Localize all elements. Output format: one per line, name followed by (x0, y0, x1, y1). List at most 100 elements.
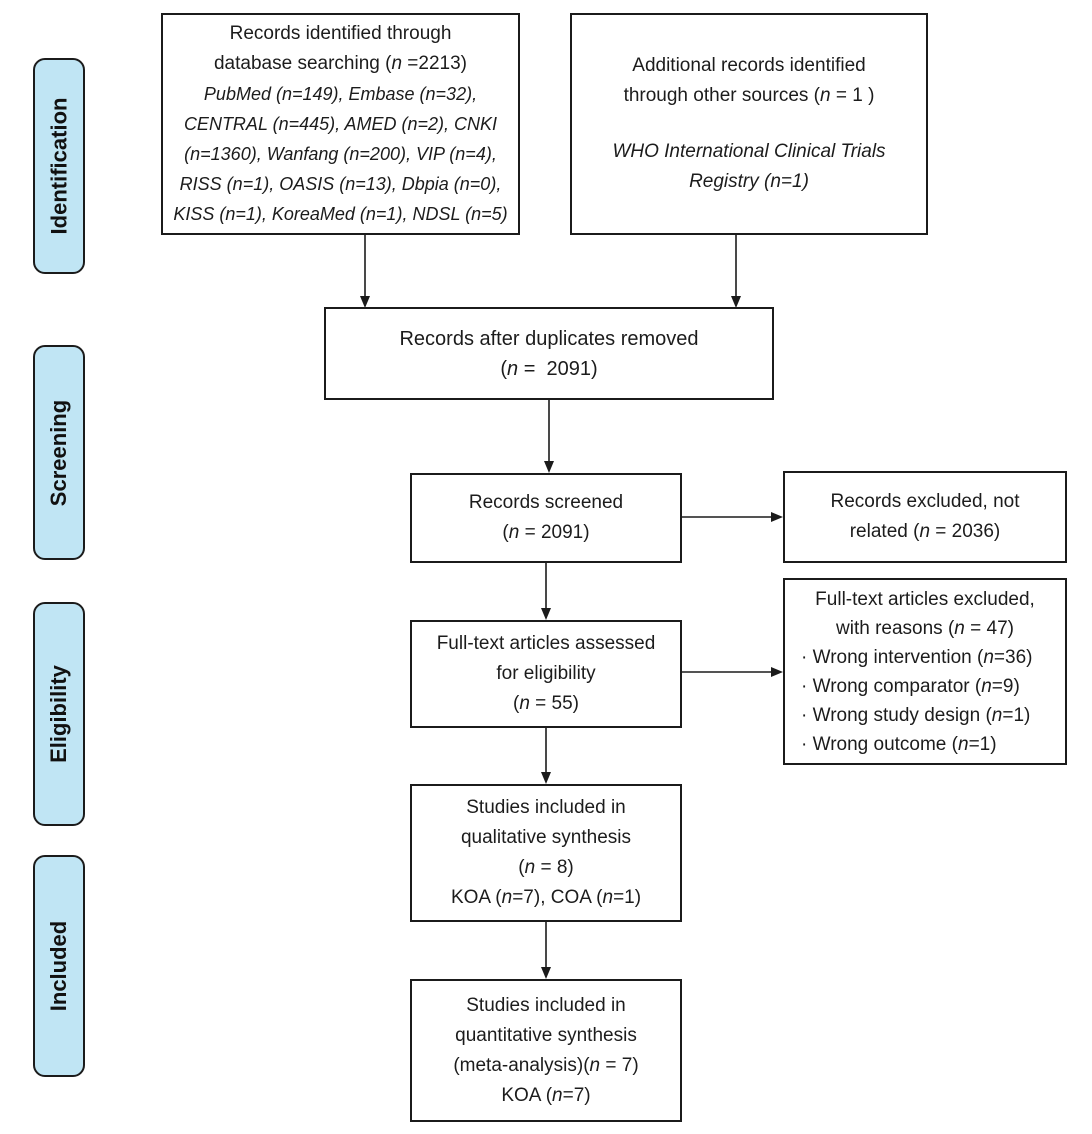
italic-text-segment: n (589, 1054, 601, 1076)
text-segment: for eligibility (496, 663, 596, 684)
text-line: Full-text articles assessed (420, 629, 672, 659)
text-segment: = 2036) (930, 521, 1001, 542)
box-additional-records: Additional records identified through oth… (570, 13, 928, 235)
text-segment: related ( (849, 521, 920, 542)
italic-text-segment: n (508, 522, 520, 543)
text-line: CENTRAL (n=445), AMED (n=2), CNKI (171, 109, 510, 139)
arrow-duplicates-to-screened (544, 400, 554, 473)
text-segment: Full-text articles assessed (436, 633, 656, 654)
text-segment: = 47) (964, 617, 1014, 639)
text-segment: =36) (993, 646, 1033, 668)
italic-text-segment: n (981, 675, 992, 697)
text-segment: · Wrong outcome ( (801, 733, 958, 755)
text-segment: database searching ( (213, 53, 392, 74)
arrow-additional-to-duplicates (731, 235, 741, 308)
box-fulltext-excluded: Full-text articles excluded, with reasons… (783, 578, 1067, 765)
text-line: Records after duplicates removed (334, 324, 764, 354)
italic-text-segment: n (524, 857, 536, 878)
text-segment: = 55) (529, 693, 580, 714)
text-segment: ( (500, 357, 508, 380)
text-line: Additional records identified (580, 51, 918, 81)
arrow-fulltext-to-qualitative (541, 728, 551, 784)
text-segment: Records excluded, not (830, 491, 1020, 512)
text-segment: =1) (968, 733, 997, 755)
italic-text-segment: n (507, 357, 519, 380)
text-line: with reasons (n = 47) (793, 614, 1057, 643)
text-segment: =7), COA ( (512, 887, 603, 908)
text-line: Studies included in (420, 793, 672, 823)
text-line: · Wrong outcome (n=1) (793, 730, 1057, 759)
stage-label-text: Screening (46, 399, 71, 506)
text-segment: =1) (1002, 704, 1031, 726)
text-line: (n = 8) (420, 853, 672, 883)
text-segment: = 2091) (518, 357, 598, 380)
text-line: (n=1360), Wanfang (n=200), VIP (n=4), (171, 139, 510, 169)
text-line: related (n = 2036) (793, 517, 1057, 547)
italic-text-segment: n (919, 521, 931, 542)
italic-text-segment: n (983, 646, 994, 668)
italic-text-segment: n (820, 85, 831, 106)
text-segment: Full-text articles excluded, (815, 588, 1035, 610)
box-fulltext-assessed: Full-text articles assessed for eligibili… (410, 620, 682, 728)
box-qualitative-synthesis: Studies included in qualitative synthesis… (410, 784, 682, 922)
text-segment: KOA ( (450, 887, 502, 908)
text-segment: Records screened (468, 492, 624, 513)
text-segment: with reasons ( (836, 617, 955, 639)
text-segment: Studies included in (466, 797, 626, 818)
stage-label-identification: Identification (33, 58, 85, 274)
italic-text-segment: Registry (n=1) (689, 171, 809, 192)
text-line: Full-text articles excluded, (793, 585, 1057, 614)
italic-text-segment: PubMed (n=149), Embase (n=32), (203, 84, 478, 104)
text-line: (n = 55) (420, 689, 672, 719)
arrow-screened-to-excluded (682, 512, 783, 522)
text-line: KOA (n=7) (420, 1081, 672, 1111)
arrow-fulltext-to-fulltext-excluded (682, 667, 783, 677)
stage-label-text: Included (46, 920, 72, 1012)
text-line: RISS (n=1), OASIS (n=13), Dbpia (n=0), (171, 169, 510, 199)
italic-text-segment: n (957, 733, 969, 755)
text-line: (meta-analysis)(n = 7) (420, 1051, 672, 1081)
text-line: database searching (n =2213) (171, 49, 510, 79)
text-segment: (meta-analysis)( (453, 1054, 590, 1076)
italic-text-segment: n (602, 887, 614, 908)
text-line: quantitative synthesis (420, 1021, 672, 1051)
text-line: KISS (n=1), KoreaMed (n=1), NDSL (n=5) (171, 199, 510, 229)
stage-label-text: Identification (46, 97, 72, 235)
italic-text-segment: n (519, 693, 530, 714)
stage-label-text: Eligibility (46, 665, 72, 763)
text-segment: = 8) (535, 857, 574, 878)
text-line: through other sources (n = 1 ) (580, 81, 918, 111)
arrow-qualitative-to-quantitative (541, 922, 551, 979)
stage-label-screening: Screening (33, 345, 85, 560)
box-duplicates-removed: Records after duplicates removed(n = 209… (324, 307, 774, 400)
text-segment: =9) (991, 675, 1020, 697)
text-segment: quantitative synthesis (455, 1024, 637, 1046)
text-segment: ( (518, 857, 525, 878)
text-line: qualitative synthesis (420, 823, 672, 853)
text-segment: =1) (613, 887, 642, 908)
italic-text-segment: n (552, 1084, 563, 1106)
text-segment: KOA ( (501, 1084, 553, 1106)
italic-text-segment: (n=1360), Wanfang (n=200), VIP (n=4), (184, 144, 497, 164)
text-line: Studies included in (420, 991, 672, 1021)
text-line: (n = 2091) (420, 518, 672, 548)
text-segment: · Wrong study design ( (801, 704, 992, 726)
text-segment: =2213) (402, 53, 467, 74)
stage-label-eligibility: Eligibility (33, 602, 85, 826)
text-line: · Wrong study design (n=1) (793, 701, 1057, 730)
italic-text-segment: CENTRAL (n=445), AMED (n=2), CNKI (183, 114, 498, 134)
text-line: Records screened (420, 488, 672, 518)
italic-text-segment: n (954, 617, 965, 639)
text-segment: = 7) (600, 1054, 639, 1076)
text-line: · Wrong comparator (n=9) (793, 672, 1057, 701)
text-line: (n = 2091) (334, 354, 764, 384)
text-segment: = 1 ) (830, 85, 875, 106)
text-line: KOA (n=7), COA (n=1) (420, 883, 672, 913)
stage-label-included: Included (33, 855, 85, 1077)
box-records-screened: Records screened (n = 2091) (410, 473, 682, 563)
text-segment: ( (512, 693, 520, 714)
italic-text-segment: n (391, 53, 403, 74)
text-segment: Additional records identified (632, 55, 866, 76)
text-line: PubMed (n=149), Embase (n=32), (171, 79, 510, 109)
